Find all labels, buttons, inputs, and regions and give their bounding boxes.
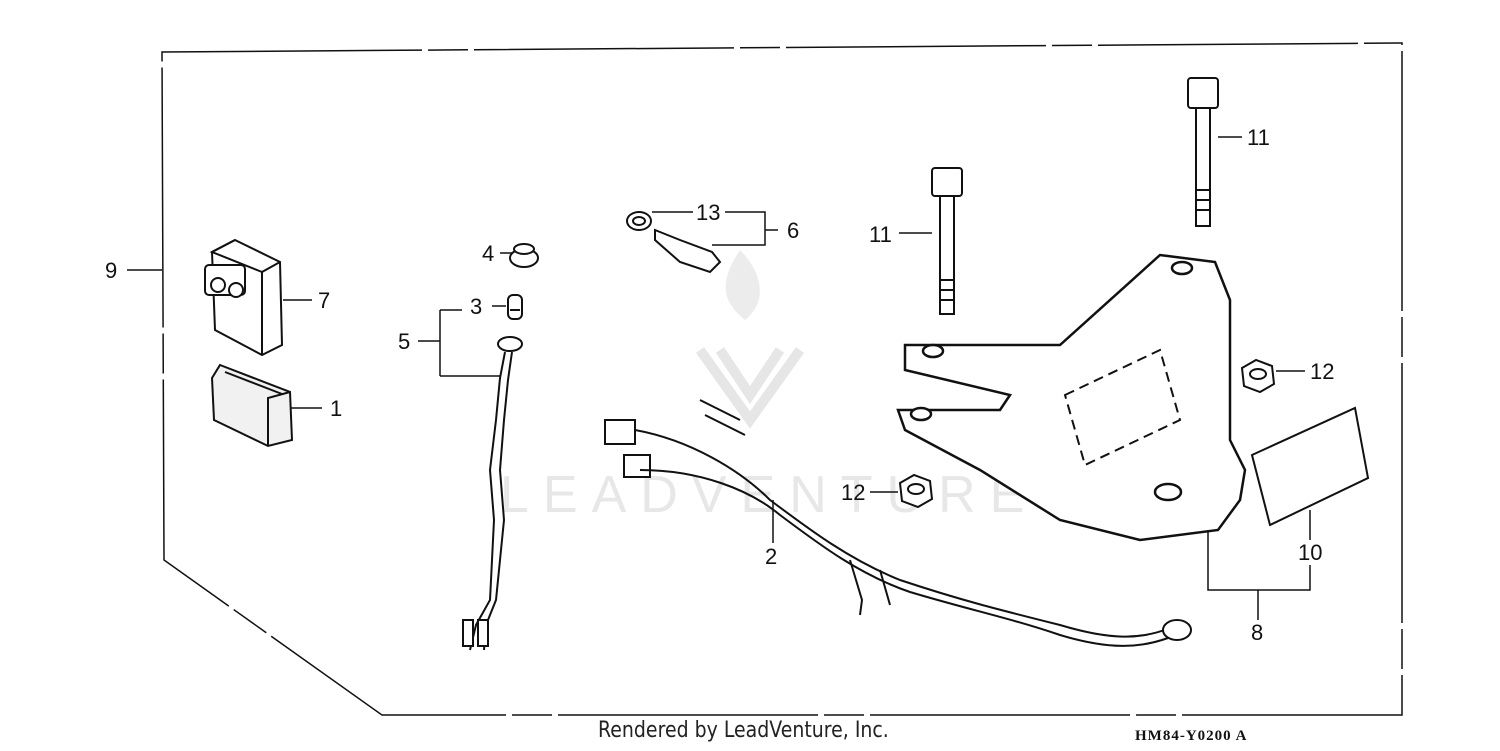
callout-9: 9	[105, 258, 117, 283]
label-part	[1250, 406, 1370, 527]
diagram-frame	[161, 42, 1403, 716]
rubber-holder-part	[210, 363, 294, 448]
main-harness-part	[604, 399, 1192, 647]
callout-4: 4	[482, 241, 494, 266]
diagram-code: HM84-Y0200 A	[1135, 728, 1248, 744]
callout-labels: 9 7 1 4 3 5 13 6 11 11 12 12 2 10 8	[105, 125, 1334, 645]
socket-harness-part	[462, 336, 523, 651]
callout-3: 3	[470, 294, 482, 319]
callout-11a: 11	[869, 222, 892, 247]
callout-6: 6	[787, 218, 799, 243]
callout-13: 13	[696, 200, 720, 225]
callout-5: 5	[398, 329, 410, 354]
switch-part	[626, 211, 722, 274]
bolt-part	[931, 77, 1219, 315]
relay-part	[204, 238, 284, 357]
watermark-logo	[695, 250, 805, 429]
footer-credit: Rendered by LeadVenture, Inc.	[598, 718, 889, 743]
callout-12a: 12	[1310, 359, 1334, 384]
leader-lines	[127, 136, 1311, 620]
bracket-part	[896, 253, 1247, 542]
callout-11b: 11	[1247, 125, 1270, 150]
watermark-text: LEADVENTURE	[500, 466, 1038, 524]
callout-7: 7	[318, 288, 330, 313]
callout-12b: 12	[841, 480, 865, 505]
callout-10: 10	[1298, 540, 1322, 565]
callout-1: 1	[330, 396, 342, 421]
nut-part	[898, 358, 1276, 509]
callout-2: 2	[765, 544, 777, 569]
plug-part	[509, 243, 539, 268]
callout-8: 8	[1251, 620, 1263, 645]
bulb-part	[507, 294, 523, 320]
